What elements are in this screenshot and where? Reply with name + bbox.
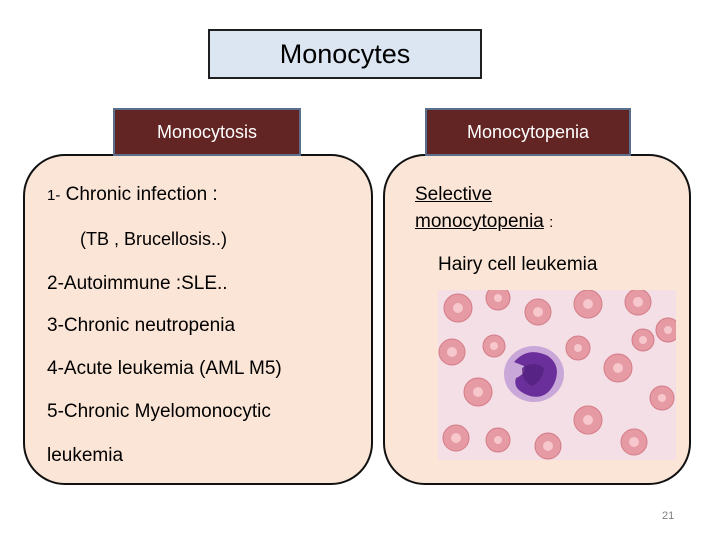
list-item-acute-leukemia: 4-Acute leukemia (AML M5) — [47, 358, 282, 379]
selective-label-line1: Selective — [415, 184, 493, 205]
monocyte-micrograph — [438, 290, 676, 460]
list-subitem-examples: (TB , Brucellosis..) — [80, 229, 228, 249]
list-item-cmml-line2: leukemia — [47, 445, 124, 466]
hairy-cell-leukemia-label: Hairy cell leukemia — [438, 254, 598, 275]
list-item-chronic-infection: 1- Chronic infection : — [47, 184, 218, 206]
selective-label-line2: monocytopenia : — [415, 211, 553, 233]
selective-colon: : — [549, 214, 554, 231]
selective-label-text: monocytopenia — [415, 211, 544, 232]
list-item-cmml-line1: 5-Chronic Myelomonocytic — [47, 401, 271, 422]
list-item-text: Chronic infection : — [65, 184, 218, 205]
list-item-autoimmune: 2-Autoimmune :SLE.. — [47, 273, 228, 294]
list-item-number: 1- — [47, 187, 61, 204]
monocytosis-panel — [23, 154, 373, 485]
slide-title: Monocytes — [208, 29, 482, 79]
monocytopenia-header: Monocytopenia — [425, 108, 631, 156]
monocytosis-header: Monocytosis — [113, 108, 301, 156]
page-number: 21 — [662, 510, 675, 522]
list-item-chronic-neutropenia: 3-Chronic neutropenia — [47, 315, 236, 336]
